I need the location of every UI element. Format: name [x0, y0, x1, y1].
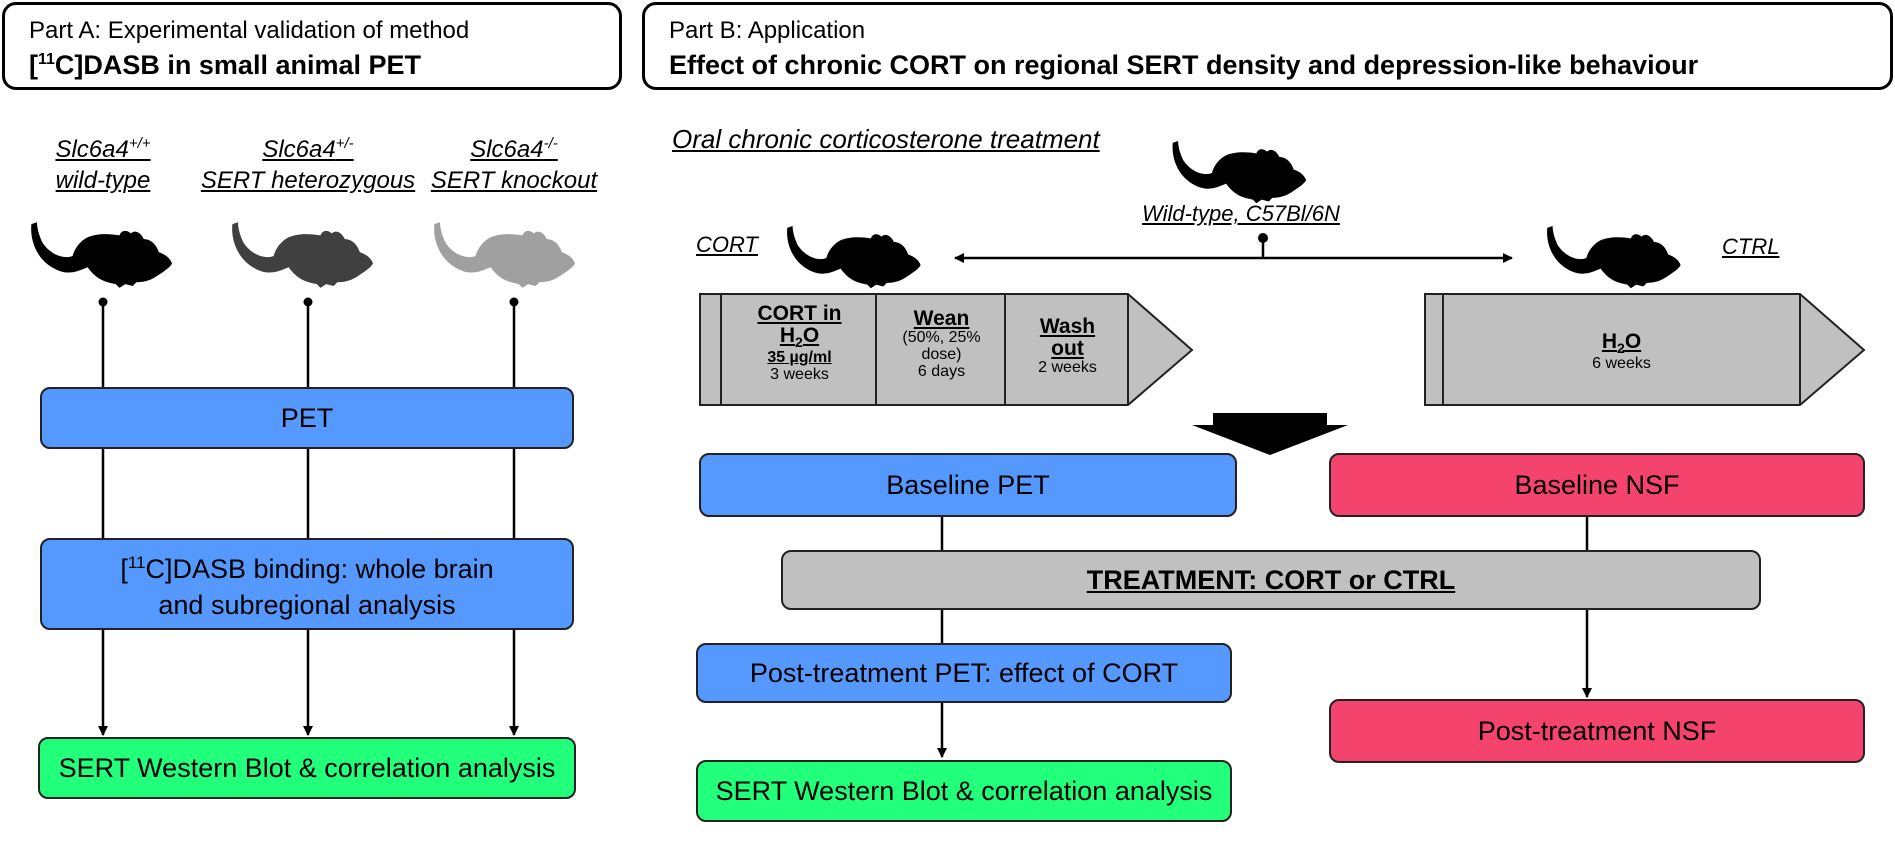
western-blot-box-b: SERT Western Blot & correlation analysis: [696, 760, 1232, 822]
stage-wash-out: Wash out 2 weeks: [1038, 315, 1097, 377]
part-a-label: Part A: Experimental validation of metho…: [29, 17, 470, 44]
dasb-binding-box: [11C]DASB binding: whole brain and subre…: [40, 538, 574, 630]
cort-timeline-arrow: [699, 293, 1194, 406]
mouse-label-knockout: Slc6a4-/-SERT knockout: [430, 135, 598, 194]
part-a-header: Part A: Experimental validation of metho…: [2, 2, 622, 90]
baseline-pet-box: Baseline PET: [699, 453, 1237, 517]
part-b-title: Effect of chronic CORT on regional SERT …: [669, 50, 1699, 80]
part-b-label: Part B: Application: [669, 17, 866, 44]
pet-box: PET: [40, 387, 574, 449]
part-b-header: Part B: Application Effect of chronic CO…: [642, 2, 1893, 90]
part-a-title: [11C]DASB in small animal PET: [29, 50, 422, 80]
mouse-icon-knockout: [434, 222, 575, 288]
ctrl-timeline-arrow: [1424, 293, 1866, 406]
cort-ctrl-double-arrow: [954, 236, 1513, 263]
wildtype-label: Wild-type, C57Bl/6N: [1142, 201, 1340, 226]
stage-cort-in-water: CORT in H2O 35 µg/ml 3 weeks: [757, 302, 842, 383]
part-a-connectors: [98, 302, 519, 736]
stage-ctrl-water: H2O 6 weeks: [1592, 330, 1651, 372]
post-treatment-nsf-box: Post-treatment NSF: [1329, 699, 1865, 763]
treatment-title: Oral chronic corticosterone treatment: [672, 124, 1100, 154]
ctrl-label: CTRL: [1722, 234, 1780, 259]
part-a-connector-dots: [98, 297, 519, 307]
cort-label: CORT: [696, 232, 758, 257]
post-treatment-pet-box: Post-treatment PET: effect of CORT: [696, 643, 1232, 703]
treatment-box: TREATMENT: CORT or CTRL: [781, 550, 1761, 610]
baseline-nsf-box: Baseline NSF: [1329, 453, 1865, 517]
mouse-label-wildtype: Slc6a4+/+wild-type: [55, 135, 151, 194]
mouse-icon-wildtype: [31, 222, 172, 288]
stage-wean: Wean (50%, 25% dose) 6 days: [902, 307, 981, 380]
mouse-label-heterozygous: Slc6a4+/-SERT heterozygous: [200, 135, 416, 194]
mouse-icon-wildtype-b: [1172, 141, 1307, 204]
part-b-connectors: [937, 517, 1592, 758]
flow-down-arrow: [1192, 413, 1348, 455]
mouse-icon-cort: [787, 226, 921, 289]
mouse-icon-ctrl: [1547, 226, 1681, 289]
western-blot-box-a: SERT Western Blot & correlation analysis: [38, 737, 576, 799]
mouse-icon-heterozygous: [232, 222, 373, 288]
